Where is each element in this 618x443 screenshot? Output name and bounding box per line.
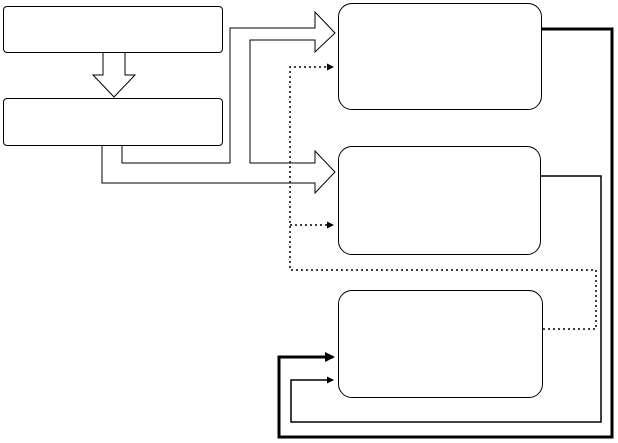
target-box-2 <box>338 146 541 255</box>
target-box-1 <box>338 3 542 110</box>
down-block-arrow <box>91 51 137 98</box>
thin-connector <box>290 175 602 423</box>
thick-connector <box>277 27 614 439</box>
input-box-2 <box>3 98 223 146</box>
dotted-connector <box>289 63 597 330</box>
input-box-1 <box>3 6 223 53</box>
pipe-arrow-to-box-1 <box>101 10 336 195</box>
target-box-3 <box>338 290 543 398</box>
